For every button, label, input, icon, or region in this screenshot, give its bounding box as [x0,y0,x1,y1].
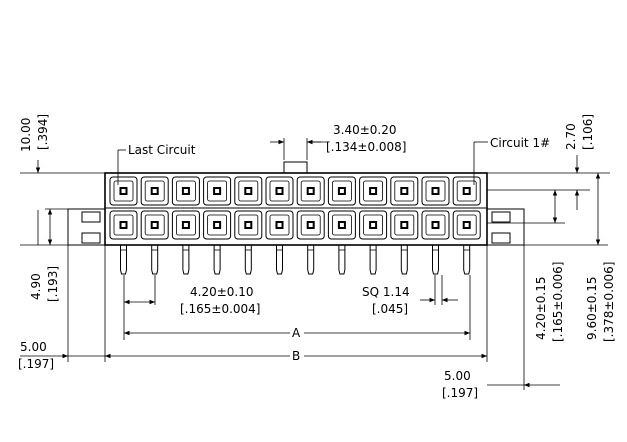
overall-height-mm: 10.00 [19,118,33,152]
pin-tail [400,245,408,275]
cavity [452,176,481,206]
right-flange [487,208,525,246]
cavity [452,210,481,240]
cavity [390,176,419,206]
top-offset-mm: 2.70 [564,123,578,150]
pitch-inch: [.165±0.004] [180,302,261,316]
cavity [327,176,356,206]
cavity [171,176,200,206]
pitch-mm: 4.20±0.10 [190,285,254,299]
pin-square-mm: SQ 1.14 [362,285,410,299]
last-circuit-label: Last Circuit [128,143,196,157]
pin-tail [151,245,159,275]
key-width-inch: [.134±0.008] [326,140,407,154]
pin-row [120,245,471,275]
dimension-lines [20,138,610,390]
cavity [359,176,388,206]
top-offset-inch: [.106] [581,114,595,150]
cavity [359,210,388,240]
flange-left-inch: [.197] [18,357,54,371]
cavity [421,176,450,206]
left-latch-upper [81,211,101,223]
cavity [109,176,138,206]
cavity [140,210,169,240]
overall-height-inch: [.394] [36,114,50,150]
cavity [234,176,263,206]
housing [67,161,525,246]
flange-right-inch: [.197] [442,386,478,400]
cavity [203,210,232,240]
pin-tail [463,245,471,275]
cavity [171,210,200,240]
pin-tail [432,245,439,275]
cavity [203,176,232,206]
pin-tail [213,245,221,275]
cavity [390,210,419,240]
cavity [109,210,138,240]
pin-tail [369,245,377,275]
body-height-inch: [.378±0.006] [602,262,616,343]
cavity [296,210,325,240]
pin-tail [338,245,346,275]
cavity [140,176,169,206]
body-height-mm: 9.60±0.15 [585,277,599,341]
row-pitch-mm: 4.20±0.15 [534,277,548,341]
dim-a-label: A [292,326,301,340]
pin-tail [182,245,190,275]
lower-height-inch: [.193] [46,266,60,302]
pin-tail [120,245,127,275]
polarizing-key [283,161,308,173]
cavity [327,210,356,240]
flange-left-mm: 5.00 [20,340,47,354]
cavity [421,210,450,240]
lower-height-mm: 4.90 [29,273,43,300]
flange-right-mm: 5.00 [444,369,471,383]
cavity [265,176,294,206]
cavity-grid [109,176,481,240]
dim-b-label: B [292,349,300,363]
right-latch-lower [491,232,511,244]
pin-square-inch: [.045] [372,302,408,316]
row-pitch-inch: [.165±0.006] [551,262,565,343]
right-latch-upper [491,211,511,223]
cavity [234,210,263,240]
circuit-one-label: Circuit 1# [490,136,550,150]
left-flange [67,208,105,246]
cavity [296,176,325,206]
pin-tail [307,245,315,275]
housing-body [104,172,488,246]
left-latch-lower [81,232,101,244]
pin-tail [276,245,283,275]
cavity [265,210,294,240]
key-width-mm: 3.40±0.20 [333,123,397,137]
pin-tail [244,245,252,275]
